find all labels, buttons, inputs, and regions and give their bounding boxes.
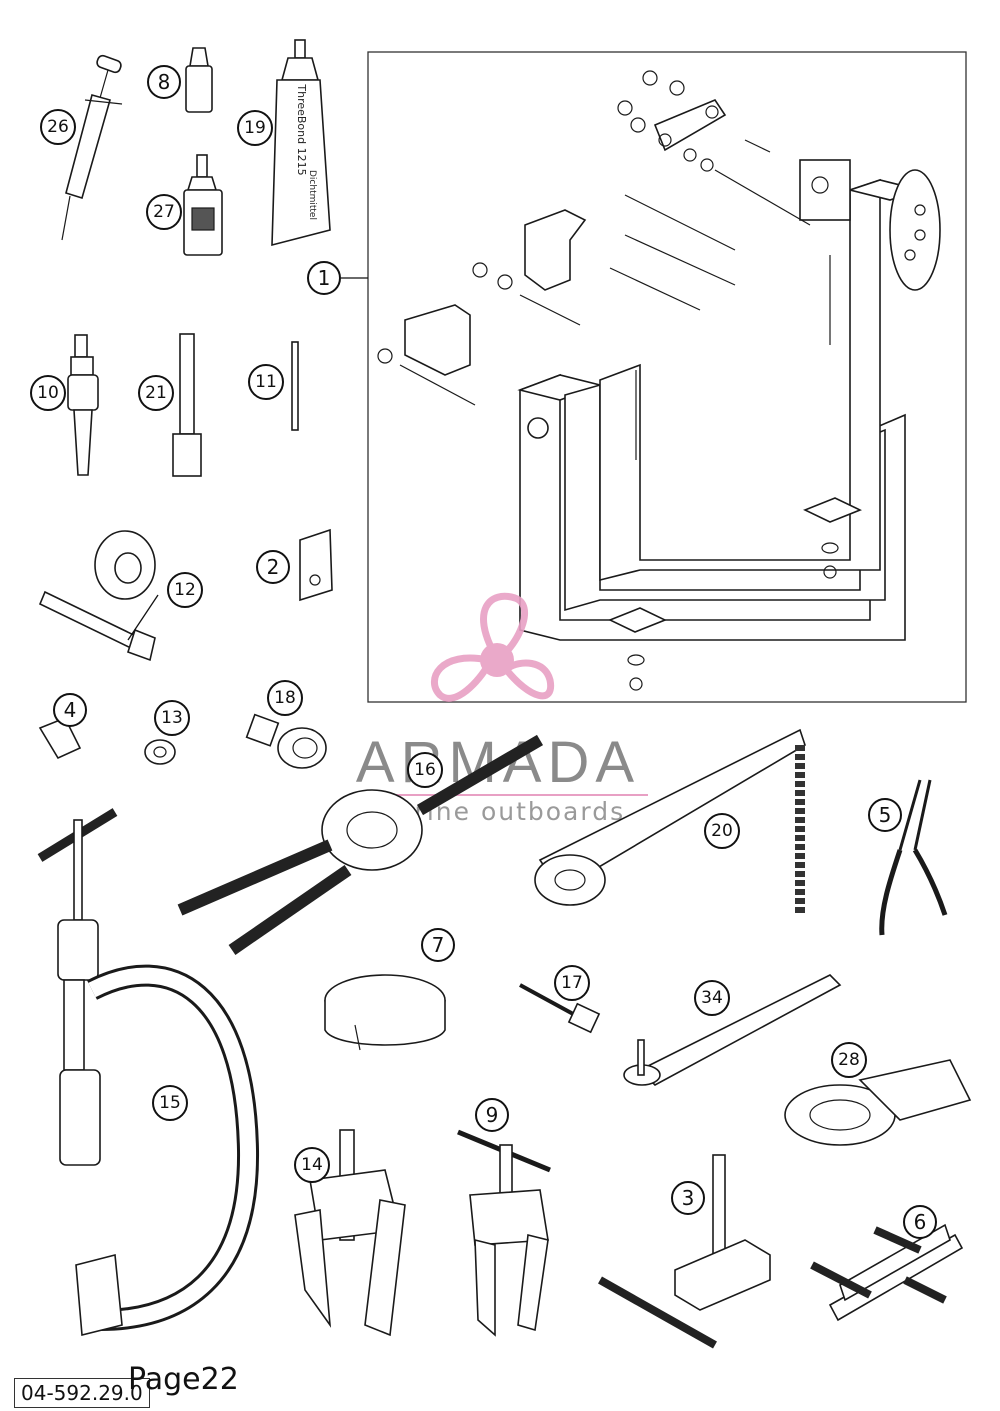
callout-13: 13 <box>154 700 190 736</box>
screw-17-illustration <box>519 983 601 1034</box>
callout-20: 20 <box>704 813 740 849</box>
tube-sublabel: Dichtmittel <box>307 170 317 220</box>
bearing-bolt-12-illustration <box>38 530 159 662</box>
callout-27: 27 <box>146 194 182 230</box>
puller-10-illustration <box>67 334 99 476</box>
tube-label: ThreeBond 1215 <box>295 83 308 175</box>
drawing-code: 04-592.29.0 <box>14 1378 150 1408</box>
svg-text:6: 6 <box>914 1210 927 1234</box>
callout-16: 16 <box>407 752 443 788</box>
armada-logo <box>430 592 555 702</box>
adapter-18-illustration <box>245 713 327 769</box>
callout-18: 18 <box>267 680 303 716</box>
svg-text:17: 17 <box>561 973 583 993</box>
svg-text:3: 3 <box>682 1186 695 1210</box>
svg-text:21: 21 <box>145 383 167 403</box>
page-number: Page22 <box>128 1362 239 1397</box>
callout-2: 2 <box>256 550 290 584</box>
ring-7-illustration <box>324 974 446 1051</box>
callout-19: 19 <box>237 110 273 146</box>
callout-8: 8 <box>147 65 181 99</box>
callout-6: 6 <box>903 1205 937 1239</box>
press-tool-3-illustration <box>598 1154 771 1349</box>
callout-17: 17 <box>554 965 590 1001</box>
svg-text:4: 4 <box>64 698 77 722</box>
engine-stand-illustration <box>377 70 941 691</box>
chain-wrench-20-illustration <box>534 728 806 915</box>
callout-28: 28 <box>831 1042 867 1078</box>
threadlock-bottle-illustration <box>183 154 223 256</box>
holding-plate-28-illustration <box>784 1059 972 1146</box>
svg-text:10: 10 <box>37 383 59 403</box>
callout-14: 14 <box>294 1147 330 1183</box>
svg-text:11: 11 <box>255 372 277 392</box>
callout-26: 26 <box>40 109 76 145</box>
callout-34: 34 <box>694 980 730 1016</box>
pin-11-illustration <box>291 341 299 431</box>
sleeve-4-illustration <box>38 716 82 760</box>
callout-5: 5 <box>868 798 902 832</box>
callout-7: 7 <box>421 928 455 962</box>
svg-text:34: 34 <box>701 988 723 1008</box>
svg-text:7: 7 <box>432 933 445 957</box>
callout-4: 4 <box>53 693 87 727</box>
spanner-16-illustration <box>177 734 544 955</box>
bracket-2-illustration <box>299 528 333 602</box>
callout-15: 15 <box>152 1085 188 1121</box>
callout-21: 21 <box>138 375 174 411</box>
svg-text:2: 2 <box>267 555 280 579</box>
callout-9: 9 <box>475 1098 509 1132</box>
svg-text:15: 15 <box>159 1093 181 1113</box>
callout-12: 12 <box>167 572 203 608</box>
puller-14-illustration <box>294 1129 406 1337</box>
c-clamp-15-illustration <box>37 808 260 1337</box>
press-tool-6-illustration <box>810 1223 964 1322</box>
svg-text:12: 12 <box>174 580 196 600</box>
drift-21-illustration <box>172 333 202 477</box>
svg-text:1: 1 <box>318 266 331 290</box>
svg-text:8: 8 <box>158 70 171 94</box>
grease-syringe-illustration <box>61 54 123 241</box>
svg-text:9: 9 <box>486 1103 499 1127</box>
callout-1: 1 <box>307 261 341 295</box>
assembly-frame-box <box>367 51 967 703</box>
holding-strap-34-illustration <box>623 974 842 1086</box>
svg-text:5: 5 <box>879 803 892 827</box>
svg-text:26: 26 <box>47 117 69 137</box>
sealant-tube-illustration: ThreeBond 1215 Dichtmittel <box>271 39 331 247</box>
callout-10: 10 <box>30 375 66 411</box>
callout-3: 3 <box>671 1181 705 1215</box>
puller-9-illustration <box>457 1129 551 1337</box>
svg-text:13: 13 <box>161 708 183 728</box>
svg-text:19: 19 <box>244 118 266 138</box>
small-bottle-illustration <box>185 47 213 113</box>
svg-text:28: 28 <box>838 1050 860 1070</box>
svg-text:18: 18 <box>274 688 296 708</box>
svg-text:20: 20 <box>711 821 733 841</box>
nut-13-illustration <box>144 739 176 765</box>
callout-11: 11 <box>248 364 284 400</box>
svg-text:27: 27 <box>153 202 175 222</box>
pliers-5-illustration <box>879 779 948 936</box>
svg-text:16: 16 <box>414 760 436 780</box>
svg-text:14: 14 <box>301 1155 323 1175</box>
